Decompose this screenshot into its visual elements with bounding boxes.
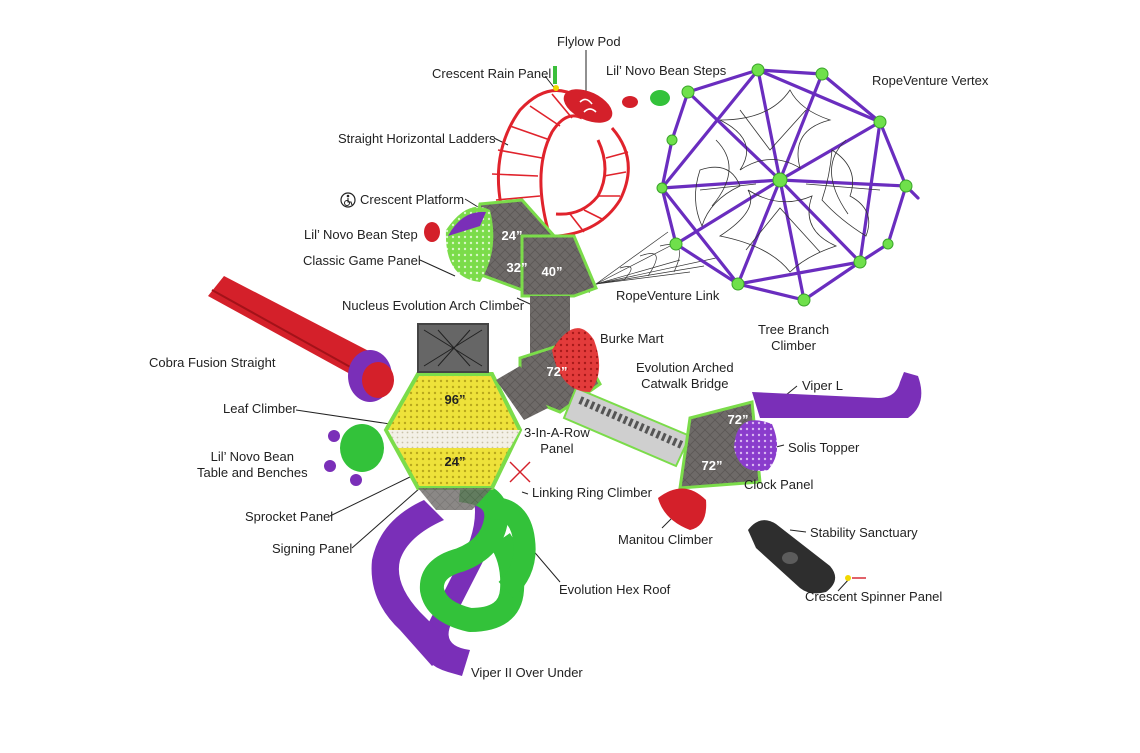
label-lil-novo-bean-steps: Lil’ Novo Bean Steps xyxy=(606,63,727,78)
ropeventure-link-net xyxy=(595,231,717,285)
label-lil-novo-bean-step: Lil’ Novo Bean Step xyxy=(304,227,418,242)
label-leaf-climber: Leaf Climber xyxy=(223,401,297,416)
label-clock-panel: Clock Panel xyxy=(744,477,814,492)
hex-tower xyxy=(383,323,523,510)
label-tree-branch-climber-line-1: Tree Branch xyxy=(758,322,830,337)
label-3-in-a-row-panel-line-1: 3-In-A-Row xyxy=(524,425,590,440)
label-classic-game-panel: Classic Game Panel xyxy=(303,253,421,268)
label-flylow-pod: Flylow Pod xyxy=(557,34,621,49)
label-crescent-spinner-panel: Crescent Spinner Panel xyxy=(805,589,943,604)
deck-height-f: 24” xyxy=(445,454,466,469)
label-crescent-platform: Crescent Platform xyxy=(360,192,465,207)
deck-height-e: 96” xyxy=(445,392,466,407)
viper-l xyxy=(752,372,922,418)
stability-sanctuary xyxy=(748,520,866,594)
label-signing-panel: Signing Panel xyxy=(272,541,353,556)
label-evolution-arched-catwalk-bridge: Evolution Arched Catwalk Bridge xyxy=(636,360,734,392)
label-evolution-arched-catwalk-bridge-line-1: Evolution Arched xyxy=(636,360,734,375)
label-solis-topper: Solis Topper xyxy=(788,440,860,455)
label-tree-branch-climber: Tree Branch Climber xyxy=(758,322,829,354)
viper-ii-over-under xyxy=(371,478,536,676)
label-stability-sanctuary: Stability Sanctuary xyxy=(810,525,918,540)
label-viper-l: Viper L xyxy=(802,378,843,393)
ropeventure-vertex xyxy=(656,63,920,307)
cobra-fusion-straight xyxy=(208,276,394,402)
linking-ring-climber xyxy=(509,461,531,483)
burke-mart xyxy=(552,328,600,392)
label-crescent-rain-panel: Crescent Rain Panel xyxy=(432,66,552,81)
deck-height-b: 32” xyxy=(507,260,528,275)
solis-topper xyxy=(734,420,778,472)
lil-novo-bean-steps xyxy=(622,90,670,108)
lil-novo-bean-step xyxy=(424,222,440,242)
flylow-pod xyxy=(563,89,613,123)
label-evolution-arched-catwalk-bridge-line-2: Catwalk Bridge xyxy=(641,376,729,391)
deck-height-h: 72” xyxy=(702,458,723,473)
label-cobra-fusion-straight: Cobra Fusion Straight xyxy=(149,355,276,370)
label-viper-ii-over-under: Viper II Over Under xyxy=(471,665,583,680)
lil-novo-bean-table xyxy=(324,424,384,486)
label-lil-novo-bean-table-line-1: Lil’ Novo Bean xyxy=(210,449,294,464)
crescent-platform xyxy=(445,206,494,282)
label-tree-branch-climber-line-2: Climber xyxy=(771,338,816,353)
deck-height-a: 24” xyxy=(502,228,523,243)
label-manitou-climber: Manitou Climber xyxy=(618,532,713,547)
label-lil-novo-bean-table-line-2: Table and Benches xyxy=(197,465,308,480)
manitou-climber xyxy=(658,488,707,530)
wheelchair-icon xyxy=(340,192,356,208)
crescent-rain-panel xyxy=(553,66,559,91)
deck-height-labels: 24” 32” 40” 72” 96” 24” 72” 72” xyxy=(445,228,749,473)
deck-height-g: 72” xyxy=(728,412,749,427)
label-3-in-a-row-panel-line-2: Panel xyxy=(540,441,574,456)
label-lil-novo-bean-table-and-benches: Lil’ Novo Bean Table and Benches xyxy=(197,449,308,481)
label-ropeventure-link: RopeVenture Link xyxy=(616,288,720,303)
label-evolution-hex-roof: Evolution Hex Roof xyxy=(559,582,671,597)
label-3-in-a-row-panel: 3-In-A-Row Panel xyxy=(524,425,590,457)
label-linking-ring-climber: Linking Ring Climber xyxy=(532,485,652,500)
decks xyxy=(466,198,762,490)
label-burke-mart: Burke Mart xyxy=(600,331,664,346)
label-straight-horizontal-ladders: Straight Horizontal Ladders xyxy=(338,131,496,146)
deck-height-c: 40” xyxy=(542,264,563,279)
label-sprocket-panel: Sprocket Panel xyxy=(245,509,334,524)
label-ropeventure-vertex: RopeVenture Vertex xyxy=(872,73,989,88)
deck-height-d: 72” xyxy=(547,364,568,379)
label-nucleus-evolution-arch-climber: Nucleus Evolution Arch Climber xyxy=(342,298,525,313)
